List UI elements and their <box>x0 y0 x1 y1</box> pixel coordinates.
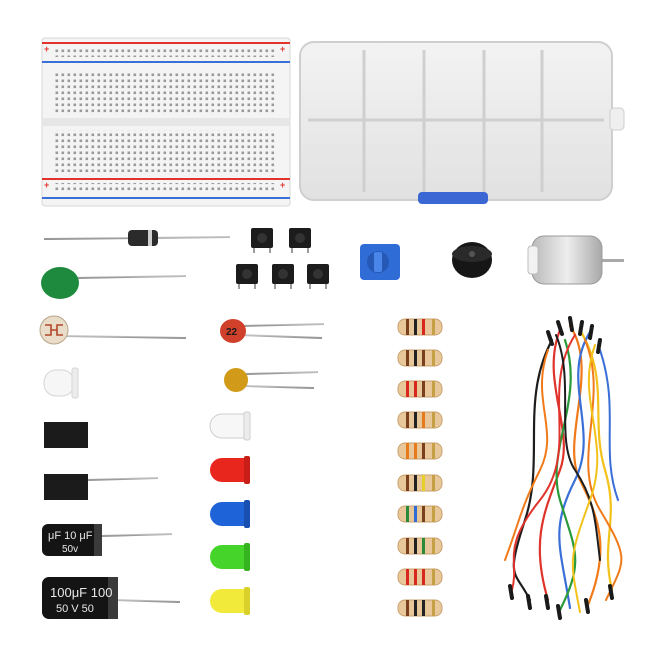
large-capacitor-rating: 100μF 100 <box>50 585 112 600</box>
resistor-icon <box>348 537 494 555</box>
storage-box-icon <box>299 41 625 204</box>
ceramic-capacitor-label: 22 <box>226 327 238 338</box>
jumper-wire-bundle-icon <box>504 316 623 620</box>
breadboard-plus-sign: + <box>44 44 49 54</box>
ceramic-capacitor-icon <box>224 368 319 392</box>
potentiometer-icon <box>360 244 416 280</box>
led-icon <box>210 456 326 484</box>
resistor-icon <box>348 380 494 398</box>
resistor-icon <box>348 349 494 367</box>
led-icon <box>210 543 326 571</box>
breadboard-plus-sign: + <box>280 180 285 190</box>
buzzer-icon <box>452 242 492 292</box>
led-icon <box>209 411 330 441</box>
transistor-icon <box>44 422 162 448</box>
tactile-button-icon <box>272 264 294 289</box>
rgb-led-icon <box>43 367 208 399</box>
resistor-icon <box>348 318 494 336</box>
photoresistor-icon <box>39 315 187 345</box>
resistor-icon <box>348 442 494 460</box>
resistor-icon <box>348 568 494 586</box>
led-icon <box>210 500 326 528</box>
breadboard-icon: + + + + <box>41 37 291 207</box>
breadboard-plus-sign: + <box>44 180 49 190</box>
tactile-button-icon <box>251 228 273 253</box>
diode-icon <box>43 230 231 246</box>
dc-motor-icon <box>527 235 624 285</box>
varistor-icon <box>41 267 187 299</box>
resistor-icon <box>348 505 494 523</box>
small-capacitor-rating: μF 10 μF <box>48 530 93 542</box>
transistor-icon <box>44 474 160 500</box>
ceramic-capacitor-icon: 22 <box>220 319 325 343</box>
large-capacitor-voltage: 50 V 50 <box>56 603 94 615</box>
resistor-icon <box>348 599 494 617</box>
electrolytic-capacitor-icon: 100μF 100 50 V 50 <box>42 577 198 619</box>
resistor-icon <box>348 411 494 429</box>
tactile-button-icon <box>236 264 258 289</box>
tactile-button-icon <box>307 264 329 289</box>
breadboard-plus-sign: + <box>280 44 285 54</box>
small-capacitor-voltage: 50v <box>62 544 78 555</box>
led-icon <box>210 587 326 615</box>
electrolytic-capacitor-icon: μF 10 μF 50v <box>42 524 190 556</box>
resistor-icon <box>348 474 494 492</box>
tactile-button-icon <box>289 228 311 253</box>
